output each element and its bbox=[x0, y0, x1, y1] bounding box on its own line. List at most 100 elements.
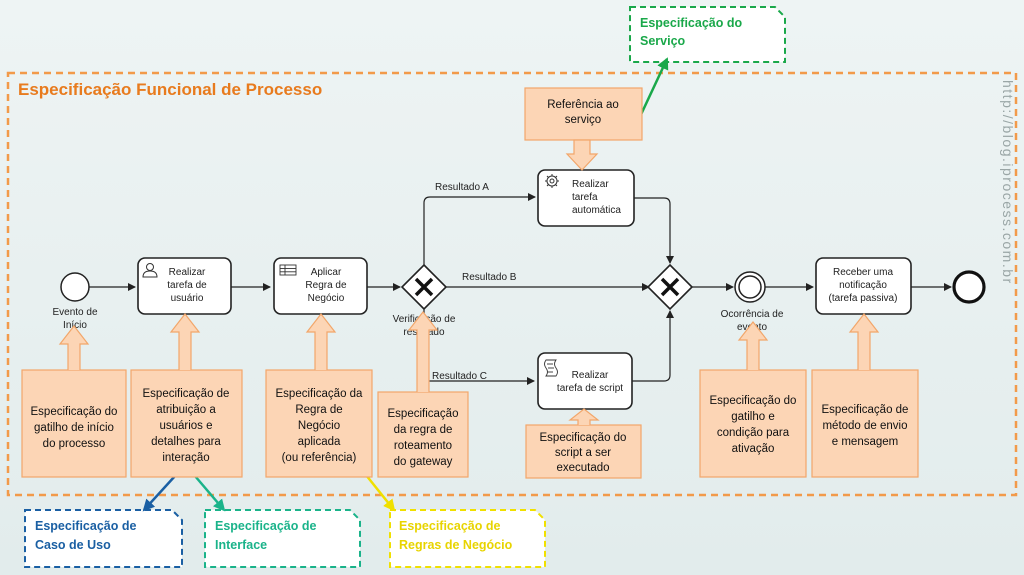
text-line: script a ser bbox=[555, 447, 611, 459]
arrow-interface bbox=[194, 475, 226, 512]
arrow-caso-uso bbox=[142, 475, 176, 512]
note-atribuicao-text: Especificação de atribuição a usuários e de… bbox=[143, 388, 230, 464]
note-roteamento-arrow bbox=[407, 311, 439, 392]
flow-result-c-label: Resultado C bbox=[432, 371, 487, 382]
start-event bbox=[60, 272, 90, 302]
text-line: Especificação de bbox=[399, 519, 500, 533]
flow-script-merge bbox=[632, 310, 674, 382]
text-line: Especificação do bbox=[540, 432, 627, 444]
note-gatilho-inicio-arrow bbox=[58, 325, 90, 370]
gateway-merge bbox=[646, 263, 694, 311]
text-line: detalhes para bbox=[151, 436, 221, 448]
text-line: Realizar bbox=[572, 370, 609, 381]
task-automatic-label: Realizar tarefa automática bbox=[572, 179, 621, 216]
text-line: Caso de Uso bbox=[35, 538, 111, 552]
text-line: Realizar bbox=[572, 179, 609, 190]
process-title: Especificação Funcional de Processo bbox=[18, 80, 322, 99]
spec-servico-text: Especificação do Serviço bbox=[640, 16, 742, 48]
text-line: (tarefa passiva) bbox=[829, 293, 898, 304]
note-script-arrow bbox=[568, 408, 600, 425]
end-event bbox=[952, 270, 986, 304]
flow-result-a-label: Resultado A bbox=[435, 182, 489, 193]
text-line: Regra de bbox=[305, 280, 347, 291]
text-line: da regra de bbox=[394, 424, 453, 436]
text-line: Negócio bbox=[298, 420, 340, 432]
note-servico-ref-arrow bbox=[565, 139, 599, 171]
intermediate-event bbox=[734, 271, 766, 303]
text-line: método de envio bbox=[822, 420, 907, 432]
start-event-label: Evento de Início bbox=[52, 307, 97, 331]
text-line: tarefa bbox=[572, 192, 598, 203]
text-line: Regras de Negócio bbox=[399, 538, 513, 552]
text-line: Especificação do bbox=[640, 16, 742, 30]
user-icon bbox=[142, 263, 158, 278]
text-line: Realizar bbox=[169, 267, 206, 278]
note-atribuicao bbox=[130, 369, 243, 478]
note-atribuicao-arrow bbox=[169, 313, 201, 370]
note-regra-negocio-text: Especificação da Regra de Negócio aplicada (… bbox=[276, 388, 364, 464]
text-line: atribuição a bbox=[156, 404, 216, 416]
gateway-verification bbox=[400, 263, 448, 311]
text-line: gatilho de início bbox=[34, 422, 114, 434]
text-line: Especificação de bbox=[822, 404, 909, 416]
text-line: notificação bbox=[839, 280, 887, 291]
text-line: Interface bbox=[215, 538, 267, 552]
text-line: Regra de bbox=[295, 404, 342, 416]
spec-regras-text: Especificação de Regras de Negócio bbox=[399, 519, 513, 552]
flow-auto-merge bbox=[634, 197, 674, 264]
text-line: do processo bbox=[43, 438, 106, 450]
text-line: roteamento bbox=[394, 440, 452, 452]
text-line: usuário bbox=[171, 293, 204, 304]
flow-result-b-label: Resultado B bbox=[462, 272, 517, 283]
note-regra-negocio-arrow bbox=[305, 313, 337, 370]
note-gatilho-inicio-text: Especificação do gatilho de início do proc… bbox=[31, 406, 118, 450]
text-line: aplicada bbox=[298, 436, 341, 448]
text-line: (ou referência) bbox=[282, 452, 357, 464]
x-mark-icon bbox=[660, 277, 680, 297]
text-line: tarefa de script bbox=[557, 383, 623, 394]
task-script-label: Realizar tarefa de script bbox=[557, 370, 623, 394]
process-boundary bbox=[6, 71, 1018, 497]
text-line: Ocorrência de bbox=[721, 309, 784, 320]
note-roteamento bbox=[377, 391, 469, 478]
text-line: interação bbox=[162, 452, 209, 464]
task-user-label: Realizar tarefa de usuário bbox=[167, 267, 207, 304]
spec-servico-box bbox=[629, 6, 786, 63]
text-line: gatilho e bbox=[731, 411, 774, 423]
text-line: Especificação de bbox=[143, 388, 230, 400]
task-script bbox=[537, 352, 633, 410]
text-line: Especificação do bbox=[31, 406, 118, 418]
watermark-url: http://blog.iprocess.com.br bbox=[1000, 80, 1016, 285]
spec-interface-box bbox=[204, 509, 361, 568]
spec-caso-uso-text: Especificação de Caso de Uso bbox=[35, 519, 136, 552]
note-servico-ref bbox=[524, 87, 643, 141]
note-envio-arrow bbox=[848, 313, 880, 370]
gear-icon bbox=[545, 174, 559, 188]
text-line: tarefa de bbox=[167, 280, 207, 291]
note-envio-text: Especificação de método de envio e mensage… bbox=[822, 404, 909, 448]
script-icon bbox=[544, 359, 558, 377]
text-line: automática bbox=[572, 205, 621, 216]
text-line: serviço bbox=[565, 114, 601, 126]
text-line: Evento de bbox=[52, 307, 97, 318]
text-line: Referência ao bbox=[547, 99, 619, 111]
text-line: Especificação do bbox=[710, 395, 797, 407]
text-line: Serviço bbox=[640, 34, 686, 48]
spec-regras-box bbox=[389, 509, 546, 568]
note-gatilho-ativacao bbox=[699, 369, 807, 478]
flow-result-a bbox=[423, 193, 536, 265]
text-line: usuários e bbox=[159, 420, 212, 432]
note-regra-negocio bbox=[265, 369, 373, 478]
text-line: e mensagem bbox=[832, 436, 898, 448]
text-line: Especificação de bbox=[35, 519, 136, 533]
text-line: Início bbox=[63, 320, 87, 331]
text-line: Especificação da bbox=[276, 388, 364, 400]
text-line: ativação bbox=[732, 443, 775, 455]
text-line: Aplicar bbox=[311, 267, 342, 278]
